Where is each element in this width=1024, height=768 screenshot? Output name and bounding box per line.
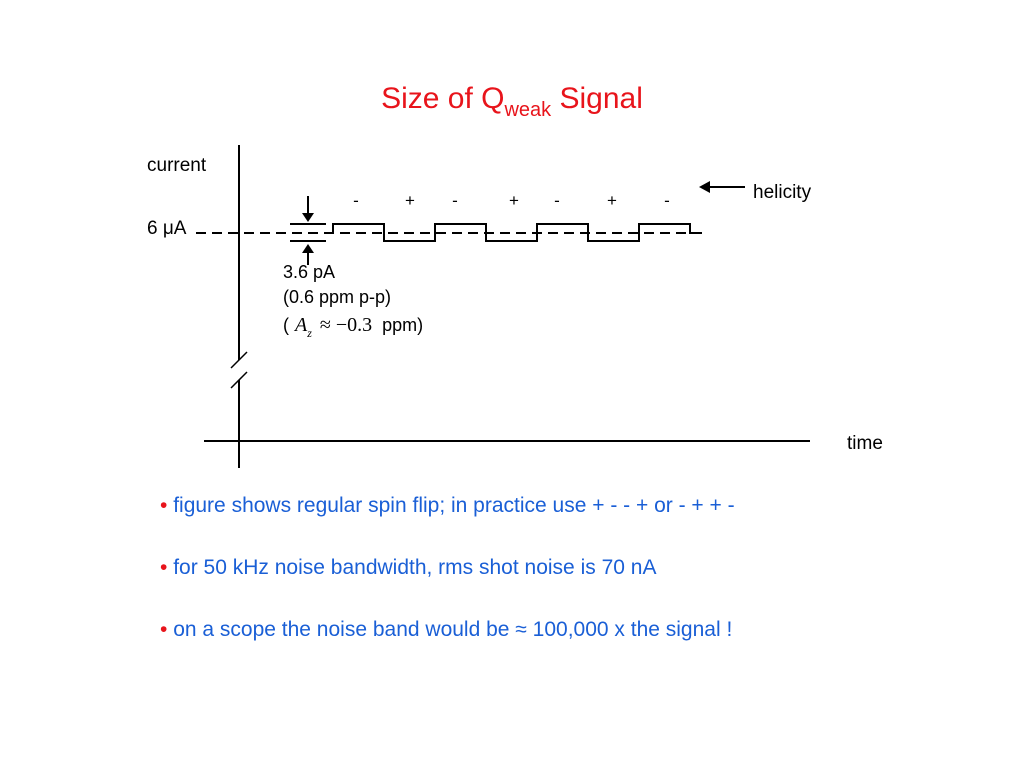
helicity-label: helicity (753, 182, 812, 203)
level-label: 6 μA (147, 218, 187, 239)
bullet-text: figure shows regular spin flip; in pract… (173, 494, 735, 517)
annotation-asymmetry: (Az ≈ −0.3 ppm) (283, 314, 423, 340)
helicity-sign-2: + (405, 191, 415, 210)
bullet-marker: • (160, 556, 168, 579)
axis-break-mark-1 (230, 351, 248, 369)
asymmetry-open-paren: ( (283, 315, 289, 335)
title-rest: Signal (551, 82, 643, 115)
amplitude-arrow-bottom-head (302, 244, 314, 253)
annotation-ppm: (0.6 ppm p-p) (283, 287, 391, 307)
bullet-text: on a scope the noise band would be ≈ 100… (173, 618, 733, 641)
helicity-sign-6: + (607, 191, 617, 210)
helicity-arrow-head (699, 181, 710, 193)
x-axis-label: time (847, 433, 883, 454)
asymmetry-value: ≈ −0.3 (320, 314, 372, 336)
helicity-sign-1: - (353, 191, 359, 210)
title-main: Size of Q (381, 82, 505, 115)
y-axis-label: current (147, 155, 207, 176)
bullet-marker: • (160, 618, 168, 641)
asymmetry-unit: ppm) (382, 315, 423, 335)
bullet-text: for 50 kHz noise bandwidth, rms shot noi… (173, 556, 657, 579)
annotation-amplitude: 3.6 pA (283, 262, 335, 282)
helicity-square-wave (330, 223, 700, 242)
helicity-sign-3: - (452, 191, 458, 210)
helicity-sign-7: - (664, 191, 670, 210)
axis-break-mark-2 (230, 371, 248, 389)
amplitude-arrow-top-head (302, 213, 314, 222)
asymmetry-subscript: z (306, 326, 312, 340)
asymmetry-symbol: A (293, 314, 308, 336)
title-subscript: weak (504, 99, 552, 121)
bullet-list: • figure shows regular spin flip; in pra… (160, 494, 1000, 680)
helicity-sign-4: + (509, 191, 519, 210)
helicity-sign-5: - (554, 191, 560, 210)
bullet-item: • for 50 kHz noise bandwidth, rms shot n… (160, 556, 1000, 618)
slide-title: Size of Qweak Signal (0, 82, 1024, 121)
bullet-item: • on a scope the noise band would be ≈ 1… (160, 618, 1000, 680)
bullet-item: • figure shows regular spin flip; in pra… (160, 494, 1000, 556)
bullet-marker: • (160, 494, 168, 517)
